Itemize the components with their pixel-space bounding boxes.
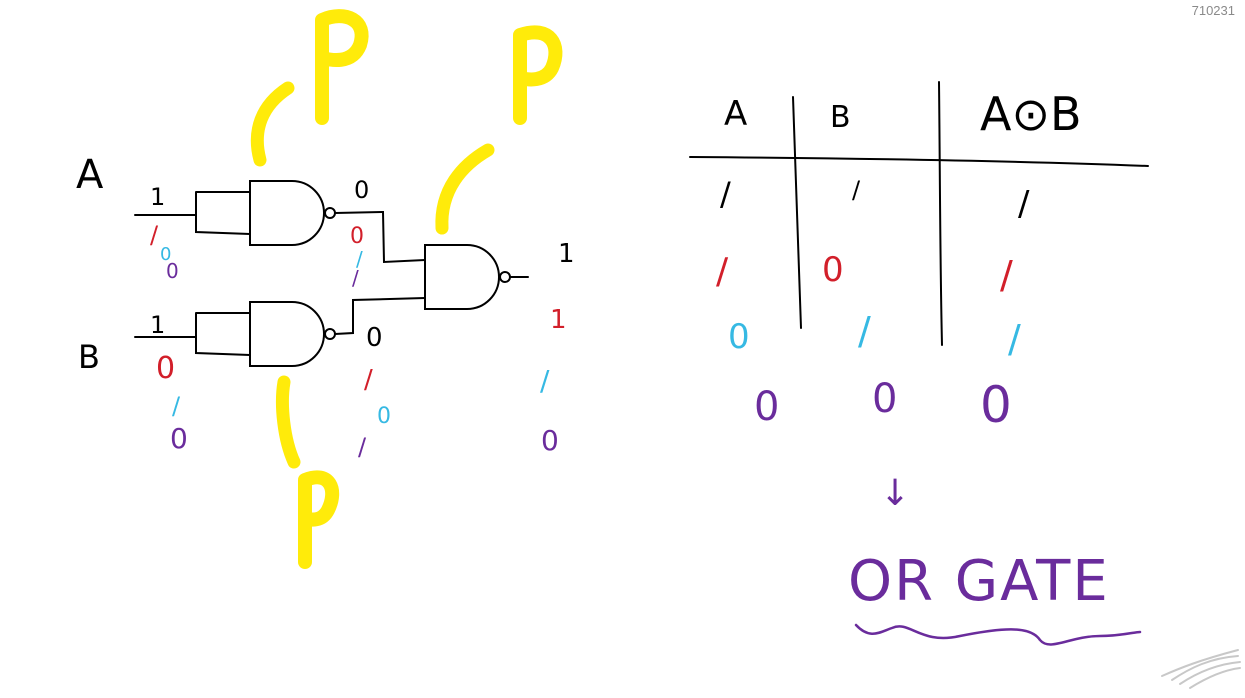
nand-gate-3 — [424, 244, 500, 310]
truth-row4-b: 0 — [872, 376, 897, 422]
truth-row3-a: 0 — [728, 317, 750, 357]
final-out-row3: / — [540, 364, 550, 397]
nand-gate-2-bubble — [324, 328, 336, 340]
circuit-labels: A B 1 / 0 0 1 0 / 0 0 0 / / 0 / 0 / 1 1 … — [76, 152, 575, 461]
wire-input-a — [134, 191, 251, 235]
nand-gate-3-bubble — [499, 271, 511, 283]
truth-table-header-a: A — [724, 94, 747, 134]
a-value-row3: 0 — [160, 244, 171, 265]
gate1-out-row1: 0 — [354, 176, 369, 204]
wire-input-b — [134, 312, 251, 356]
highlight-arc-gate2 — [276, 375, 301, 469]
highlight-p-top-left — [315, 9, 369, 125]
b-value-row2: 0 — [156, 351, 175, 386]
input-b-label: B — [78, 338, 100, 376]
truth-table-divider-2 — [938, 81, 943, 346]
nand-gate-1-bubble — [324, 207, 336, 219]
final-out-row2: 1 — [550, 305, 567, 335]
truth-row2-b: 0 — [822, 250, 844, 290]
b-value-row4: 0 — [170, 422, 188, 455]
truth-table-header-out: A⊙B — [980, 87, 1082, 141]
truth-row2-out: / — [1000, 253, 1013, 297]
highlight-p-top-right — [513, 25, 563, 125]
gate1-out-row2: 0 — [350, 224, 364, 249]
conclusion-underline — [854, 623, 1142, 646]
b-value-row1: 1 — [150, 311, 165, 339]
wave-logo-icon — [1161, 649, 1241, 689]
nand-circuit — [134, 180, 529, 367]
nand-gate-1 — [249, 180, 325, 246]
wire-gate1-to-gate3 — [334, 210, 426, 264]
a-value-row2: / — [150, 221, 159, 249]
wire-gate2-to-gate3 — [334, 297, 426, 335]
truth-row3-out: / — [1008, 317, 1021, 361]
truth-row2-a: / — [716, 251, 729, 292]
gate2-out-row3: 0 — [377, 404, 391, 429]
truth-row3-b: / — [858, 309, 871, 353]
gate2-out-row4: / — [358, 433, 367, 461]
highlight-arc-gate1 — [250, 81, 295, 167]
truth-table: A B A⊙B / / / / 0 / 0 / / 0 0 0 — [716, 87, 1082, 434]
nand-gate-2 — [249, 301, 325, 367]
conclusion-label: OR GATE — [848, 549, 1110, 614]
gate2-out-row2: / — [364, 365, 373, 395]
input-a-label: A — [76, 152, 104, 198]
truth-table-header-b: B — [830, 100, 851, 135]
truth-row4-a: 0 — [754, 384, 779, 430]
truth-table-grid — [689, 81, 1149, 346]
a-value-row1: 1 — [150, 183, 165, 211]
final-out-row1: 1 — [558, 239, 575, 269]
b-value-row3: / — [172, 392, 181, 420]
truth-row1-b: / — [852, 176, 861, 204]
gate2-out-row1: 0 — [366, 323, 383, 353]
truth-table-header-rule — [689, 156, 1149, 167]
highlighter-marks — [250, 9, 563, 569]
truth-row1-out: / — [1018, 184, 1030, 224]
a-value-row4: 0 — [166, 259, 179, 283]
gate1-out-row4: / — [352, 266, 359, 290]
truth-row4-out: 0 — [980, 376, 1012, 434]
final-out-row4: 0 — [541, 424, 559, 457]
conclusion: ↓ OR GATE — [848, 473, 1142, 646]
highlight-p-bottom — [298, 470, 340, 569]
conclusion-arrow-icon: ↓ — [880, 473, 910, 514]
page-id-label: 710231 — [1191, 3, 1235, 18]
highlight-arc-gate3 — [435, 143, 495, 235]
gate1-out-row3: / — [356, 247, 363, 271]
truth-row1-a: / — [720, 175, 731, 213]
truth-table-divider-1 — [792, 96, 802, 329]
